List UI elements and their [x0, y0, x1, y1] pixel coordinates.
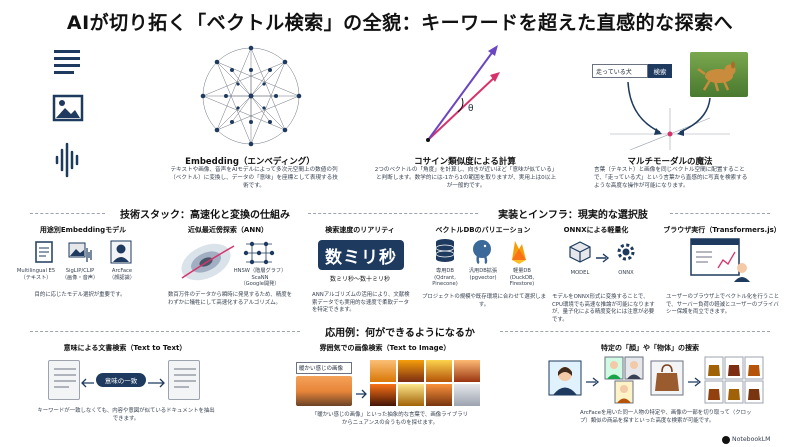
- modality-icons: [48, 44, 88, 179]
- divider-apps-left: [30, 331, 300, 332]
- sunset-photo-main: [296, 376, 352, 406]
- divider-tech-right: [308, 213, 478, 214]
- ann-item-hnsw: HNSW（階層グラフ） ScaNN（Google開発）: [233, 268, 287, 287]
- onnx-desc: モデルをONNX形式に変換することで、CPU環境でも高速な推論が可能になりますが…: [552, 294, 655, 323]
- onnx-gear-icon: [614, 240, 638, 264]
- vectordb-title: ベクトルDBのバリエーション: [435, 226, 531, 234]
- text2image-search-input[interactable]: 暖かい感じの画像: [296, 362, 352, 374]
- bag-icon: [650, 360, 684, 396]
- embedding-desc: テキストや画像、音声をAIモデルによって多次元空間上の数値の列（ベクトル）に変換…: [170, 167, 338, 190]
- browser-window-icon: [690, 238, 750, 282]
- face-model-icon: [110, 240, 132, 264]
- browser-desc: ユーザーのブラウザ上でベクトル化を行うことで、サーバー負荷の軽減とユーザーのプラ…: [666, 294, 780, 316]
- page-title: AIが切り拓く「ベクトル検索」の全貌：キーワードを超えた直感的な探索へ: [66, 12, 734, 34]
- face-desc: ArcFaceを用いた同一人物の特定や、画像の一部を切り取って（クロップ）類似の…: [580, 410, 752, 424]
- warm-image-thumb: [426, 360, 452, 382]
- face-title: 特定の「顔」や「物体」の捜索: [601, 344, 699, 352]
- firebase-flame-icon: [508, 238, 530, 264]
- arrow-right-icon: [596, 248, 610, 263]
- speed-title: 検索速度のリアリティ: [325, 226, 395, 234]
- text2text-desc: キーワードが一致しなくても、内容や意図が似ているドキュメントを抽出できます。: [37, 408, 215, 422]
- cosine-desc: 2つのベクトルの「角度」を計算し、向きが近いほど「意味が似ている」と判断します。…: [374, 167, 558, 190]
- models-title: 用途別Embeddingモデル: [39, 226, 127, 234]
- warm-image-thumb: [454, 384, 480, 406]
- embedding-title: Embedding（エンベディング）: [185, 157, 315, 167]
- multimodal-search-button[interactable]: 検索: [648, 64, 672, 78]
- ann-desc: 数百万件のデータから瞬時に発見するため、精度をわずかに犠牲にして高速化するアルゴ…: [168, 292, 292, 306]
- text-lines-icon: [54, 50, 80, 74]
- image-model-icon: [68, 240, 94, 264]
- cube-icon: [568, 240, 592, 264]
- infra-heading: 実装とインフラ：現実的な選択肢: [498, 210, 648, 221]
- matched-face-photos: [604, 356, 644, 404]
- db-item-dedicated: 専用DB (Qdrant, Pinecone): [432, 268, 458, 287]
- arrow-right-icon: [356, 384, 368, 399]
- document-left: [48, 360, 80, 400]
- dog-photo: [690, 52, 748, 97]
- divider-apps-right: [500, 331, 770, 332]
- meaning-match-badge: 意味の一致: [96, 373, 146, 387]
- model-item-siglip: SigLIP/CLIP （画像・音声）: [61, 268, 99, 281]
- multimodal-desc: 言葉（テキスト）と画像を同じベクトル空間に配置することで、「走っている犬」という…: [594, 167, 748, 190]
- warm-image-thumb: [426, 384, 452, 406]
- models-desc: 目的に応じたモデル選択が重要です。: [34, 292, 126, 298]
- similar-bags-grid: [704, 356, 764, 404]
- warm-image-thumb: [370, 360, 396, 382]
- warm-image-thumb: [398, 360, 424, 382]
- text2image-search-text: 暖かい感じの画像: [299, 366, 344, 372]
- image-icon: [52, 94, 84, 122]
- multimodal-title: マルチモーダルの魔法: [627, 157, 713, 167]
- text2image-desc: 「暖かい感じの画像」といった抽象的な言葉で、画像ライブラリからニュアンスの合うも…: [311, 412, 469, 426]
- multimodal-link-lines: [610, 78, 730, 151]
- apps-heading: 応用例：何ができるようになるか: [325, 328, 475, 339]
- theta-label: θ: [468, 104, 474, 114]
- arrow-right-icon: [688, 372, 702, 387]
- model-item-e5: Multilingual E5 （テキスト）: [16, 268, 56, 281]
- hnsw-graph-icon: [242, 240, 276, 266]
- divider-tech-left: [30, 213, 105, 214]
- onnx-item-onnx: ONNX: [618, 270, 634, 276]
- postgres-elephant-icon: [470, 238, 494, 265]
- vectordb-desc: プロジェクトの規模や既存環境に合わせて選択します。: [422, 294, 546, 308]
- cosine-vector-diagram: [410, 40, 510, 145]
- warm-image-thumb: [454, 360, 480, 382]
- tech-stack-heading: 技術スタック：高速化と変換の仕組み: [120, 210, 290, 221]
- speed-range: 数ミリ秒〜数十ミリ秒: [329, 276, 390, 283]
- onnx-title: ONNXによる軽量化: [563, 226, 629, 234]
- ann-scatter-icon: [176, 238, 240, 286]
- warm-image-thumb: [398, 384, 424, 406]
- divider-infra-right: [670, 213, 770, 214]
- multimodal-search-text: 走っている犬: [596, 68, 632, 76]
- multimodal-search-input[interactable]: 走っている犬: [592, 64, 648, 78]
- text-model-icon: [34, 240, 56, 264]
- warm-image-thumb: [370, 384, 396, 406]
- audio-wave-icon: [55, 142, 79, 178]
- speed-desc: ANNアルゴリズムの活用により、文献検索データでも実用的な速度で柔軟データを特定…: [312, 292, 410, 314]
- warm-image-grid: [370, 360, 482, 408]
- notebooklm-brand: NotebookLM: [722, 434, 796, 445]
- embedding-network-icon: [196, 40, 306, 152]
- notebooklm-logo-icon: [722, 435, 730, 444]
- browser-title: ブラウザ実行（Transformers.js）: [663, 226, 781, 234]
- person-face-icon: [548, 360, 582, 396]
- arrow-right-icon: [586, 372, 600, 387]
- document-right: [168, 360, 200, 400]
- double-arrow-icon: [80, 374, 166, 388]
- text2text-title: 意味による文書検索（Text to Text）: [63, 344, 187, 352]
- model-item-arcface: ArcFace （顔認識）: [109, 268, 135, 281]
- text2image-title: 雰囲気での画像検索（Text to Image）: [319, 344, 451, 352]
- onnx-item-model: MODEL: [570, 270, 590, 276]
- dedicated-db-icon: [434, 238, 456, 264]
- cosine-title: コサイン類似度による計算: [414, 157, 516, 167]
- speed-big-badge: 数ミリ秒: [318, 240, 404, 270]
- db-item-light: 軽量DB (DuckDB, Firestore): [509, 268, 535, 287]
- brand-label: NotebookLM: [732, 436, 771, 443]
- ann-title: 近似最近傍探索（ANN）: [187, 226, 269, 234]
- db-item-general: 汎用DB拡張 (pgvector): [468, 268, 498, 281]
